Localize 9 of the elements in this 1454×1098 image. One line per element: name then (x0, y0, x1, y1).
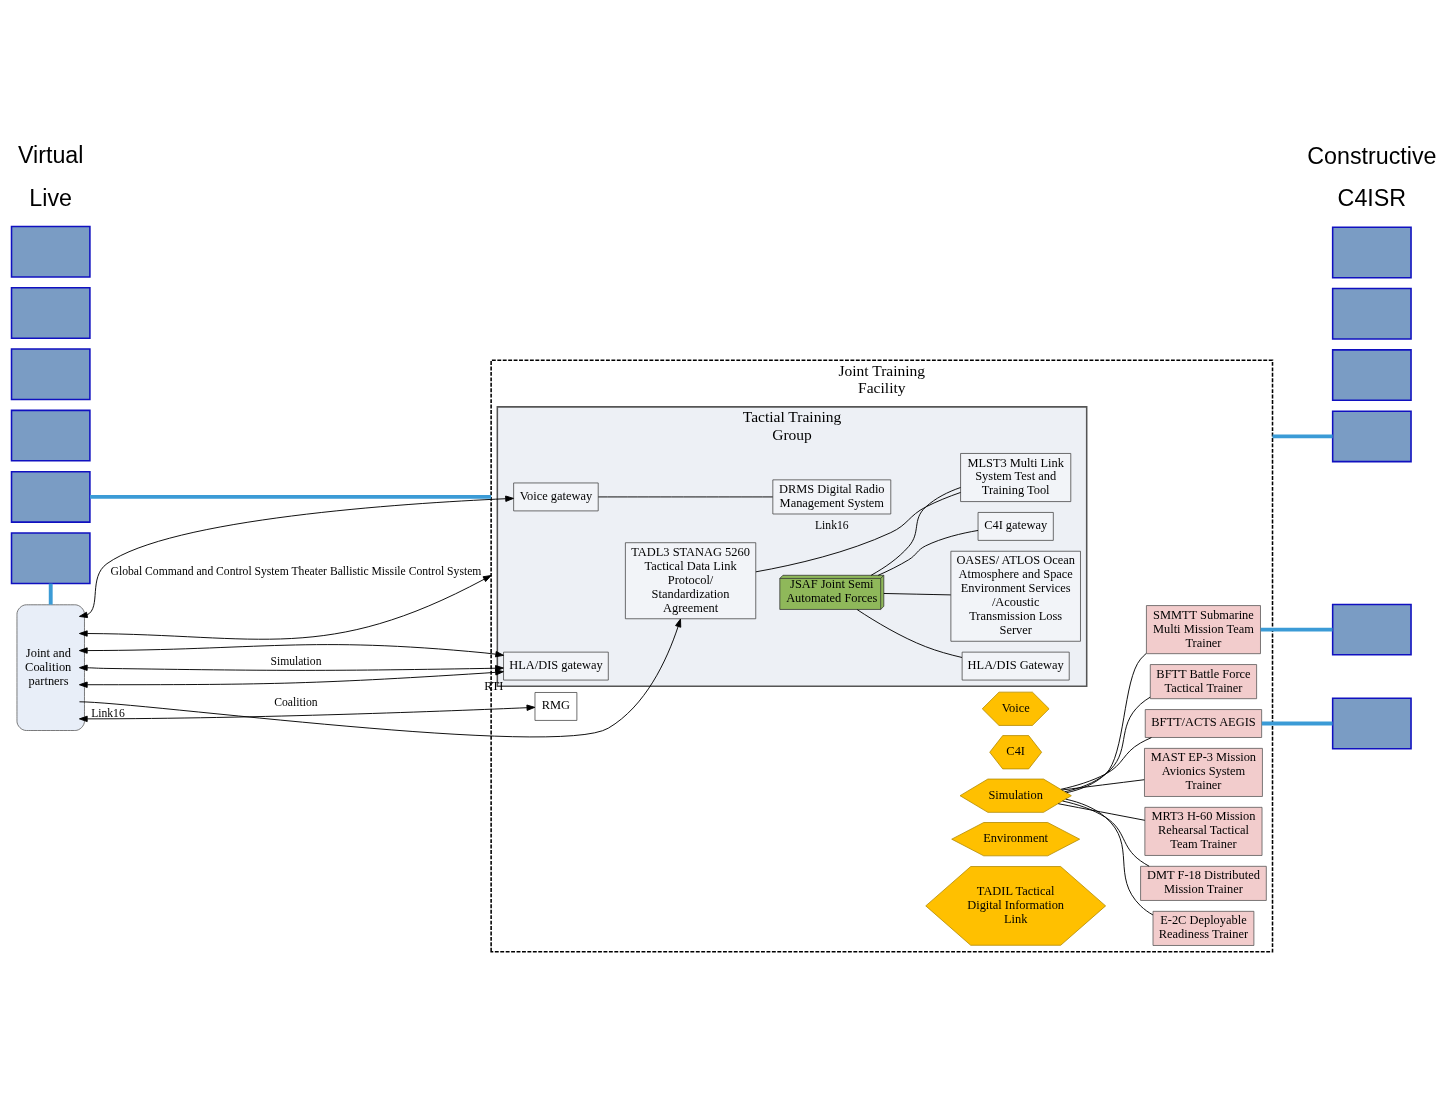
label: Constructive (1307, 142, 1437, 169)
edge-label: Link16 (815, 518, 849, 532)
edge-label: Link16 (91, 706, 125, 720)
label: Virtual (17, 141, 84, 168)
edge-label: Coalition (274, 695, 318, 709)
label: Live (29, 184, 73, 211)
edge-label: Simulation (270, 654, 322, 668)
edge-label: Global Command and Control System Theater Ballistic Missile Control System (110, 564, 482, 578)
label: C4ISR (1337, 184, 1407, 211)
